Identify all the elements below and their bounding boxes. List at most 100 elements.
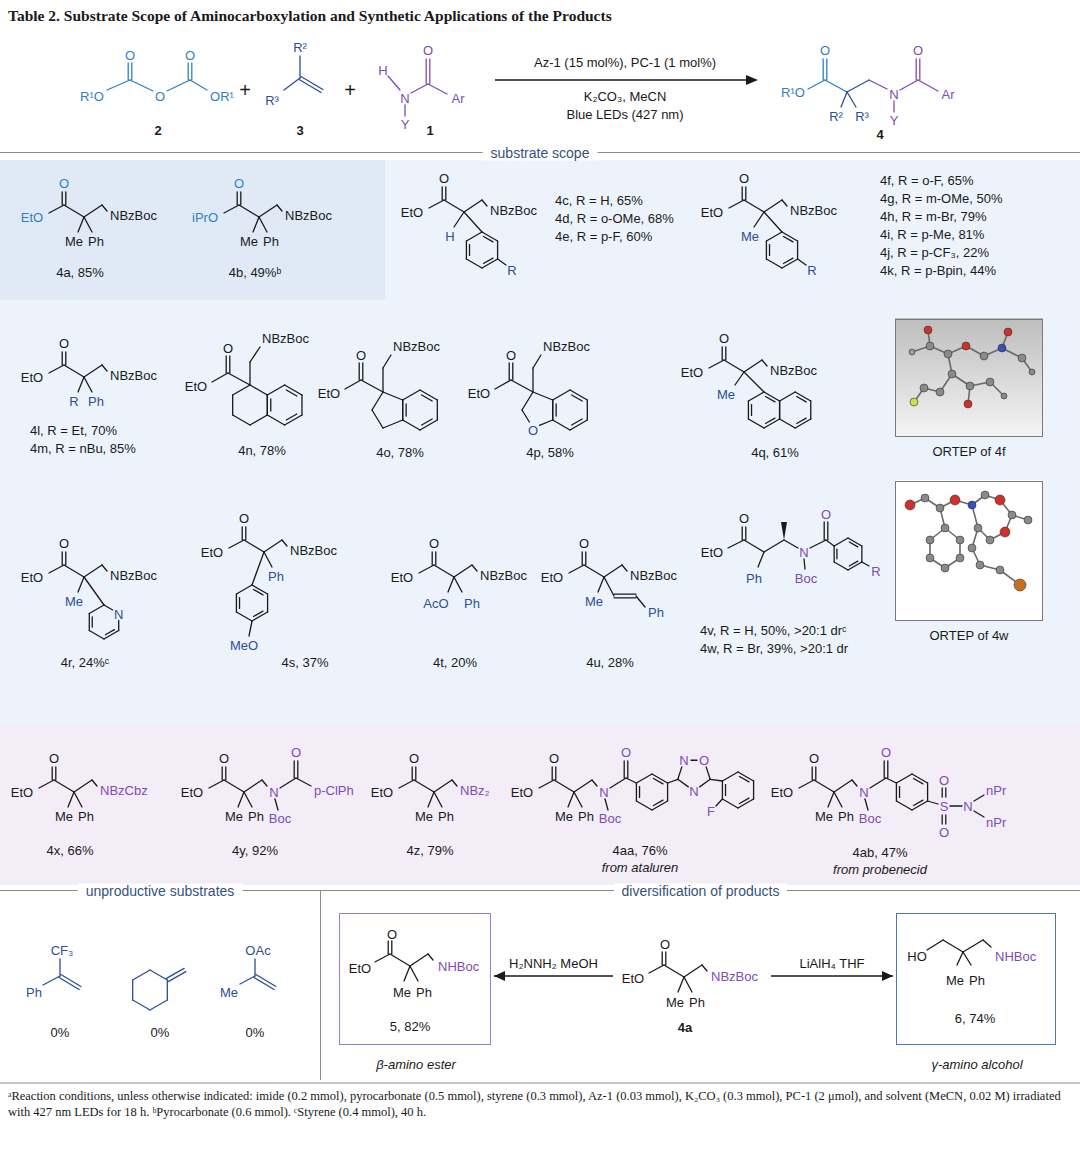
structure-label: O [506,348,516,363]
structure-label: O [155,89,165,104]
structure-label: Ph [268,569,284,584]
bond-line [678,767,682,779]
bond-line [587,400,588,420]
bond-line [627,761,628,778]
bond-line [739,798,748,803]
bond-line [244,780,262,792]
bond-line [745,187,746,200]
structure-label: Me [65,234,83,249]
bond-line [92,617,93,627]
atom-ellipsoid [986,536,994,544]
bond-line [89,614,90,631]
bond-line [89,605,104,614]
bond-line [945,815,946,824]
figure-label: ORTEP of 4w [930,628,1009,643]
bond-line [963,940,983,952]
structure-label: O [739,171,749,186]
bond-line [236,585,252,594]
figure-title: Table 2. Substrate Scope of Aminocarboxy… [8,7,612,25]
bond-line [764,212,782,232]
bond-line [232,395,233,415]
scope-band [0,725,1080,885]
structure-label: from ataluren [602,860,679,875]
bond-line [362,363,363,380]
bond-line [758,552,764,567]
atom-ellipsoid [944,350,952,358]
bond-line [233,385,250,395]
bond-line [913,800,922,805]
bond-line [391,941,392,954]
bond-line [664,965,684,977]
bond-line [722,799,738,808]
bond-line [887,761,888,778]
bond-line [780,419,796,428]
structure-label: Me [555,809,573,824]
bond-line [237,192,238,205]
structure-label: 4h, R = m-Br, 79% [880,209,987,224]
structure-label: EtO [468,386,490,401]
structure-label: O [549,751,559,766]
bond-line [62,552,63,565]
bond-line [482,259,498,268]
bond-line [65,552,66,565]
bond-line [728,540,744,548]
bond-line [912,801,928,810]
structure-label: N [599,785,608,800]
bond-line [240,976,255,984]
structure-label: 4s, 37% [282,655,329,670]
bond-line [133,1000,150,1010]
bond-line [74,792,82,807]
bond-line [229,540,244,548]
bond-line [639,787,640,798]
structure-label: Blue LEDs (427 nm) [566,107,683,122]
product-box: OEtONHBocMePh5, 82%β-amino ester [339,913,491,1045]
structure-label: 0% [151,1025,170,1040]
bond-line [649,965,664,973]
bond-line [399,780,414,788]
structure-label: Ph [969,973,985,988]
bond-line [764,419,780,428]
structure-label: EtO [771,785,793,800]
bond-line [150,1000,167,1010]
bond-line [64,365,84,377]
bond-line [454,565,472,577]
bond-line [896,783,897,801]
atom-ellipsoid [1018,354,1026,362]
bond-line [253,611,262,616]
bond-line [572,395,583,401]
bond-line [753,781,754,799]
atom-ellipsoid [936,388,944,396]
bond-line [222,767,223,780]
structure-label: 4u, 28% [586,655,634,670]
bond-line [511,380,533,392]
bond-line [754,212,764,227]
structure-label: 4m, R = nBu, 85% [30,441,136,456]
bond-line [434,565,454,577]
atom-ellipsoid [926,554,934,562]
bond-line [301,76,323,89]
bond-line [224,780,244,792]
bond-line [84,217,92,232]
bond-line [624,761,625,778]
bond-line [928,801,938,804]
structure-label: R² [829,109,843,124]
atom-ellipsoid [1008,511,1016,519]
bond-line [722,347,723,360]
structure-label: 4j, R = p-CF₃, 22% [880,245,989,260]
bond-line [497,241,498,259]
bond-line [766,232,782,241]
bond-line [782,259,798,268]
structure-label: R [507,263,516,278]
bond-line [84,365,102,377]
structure-label: EtO [185,379,207,394]
bond-line [861,546,862,562]
structure-label: NBzBoc [490,203,537,218]
bond-line [464,212,482,232]
bond-line [804,559,805,569]
bond-line [913,778,922,783]
atom-ellipsoid [1029,369,1035,375]
bond-line [974,795,984,801]
atom-ellipsoid [996,566,1004,574]
bond-line [78,217,84,232]
bond-line [814,780,834,792]
